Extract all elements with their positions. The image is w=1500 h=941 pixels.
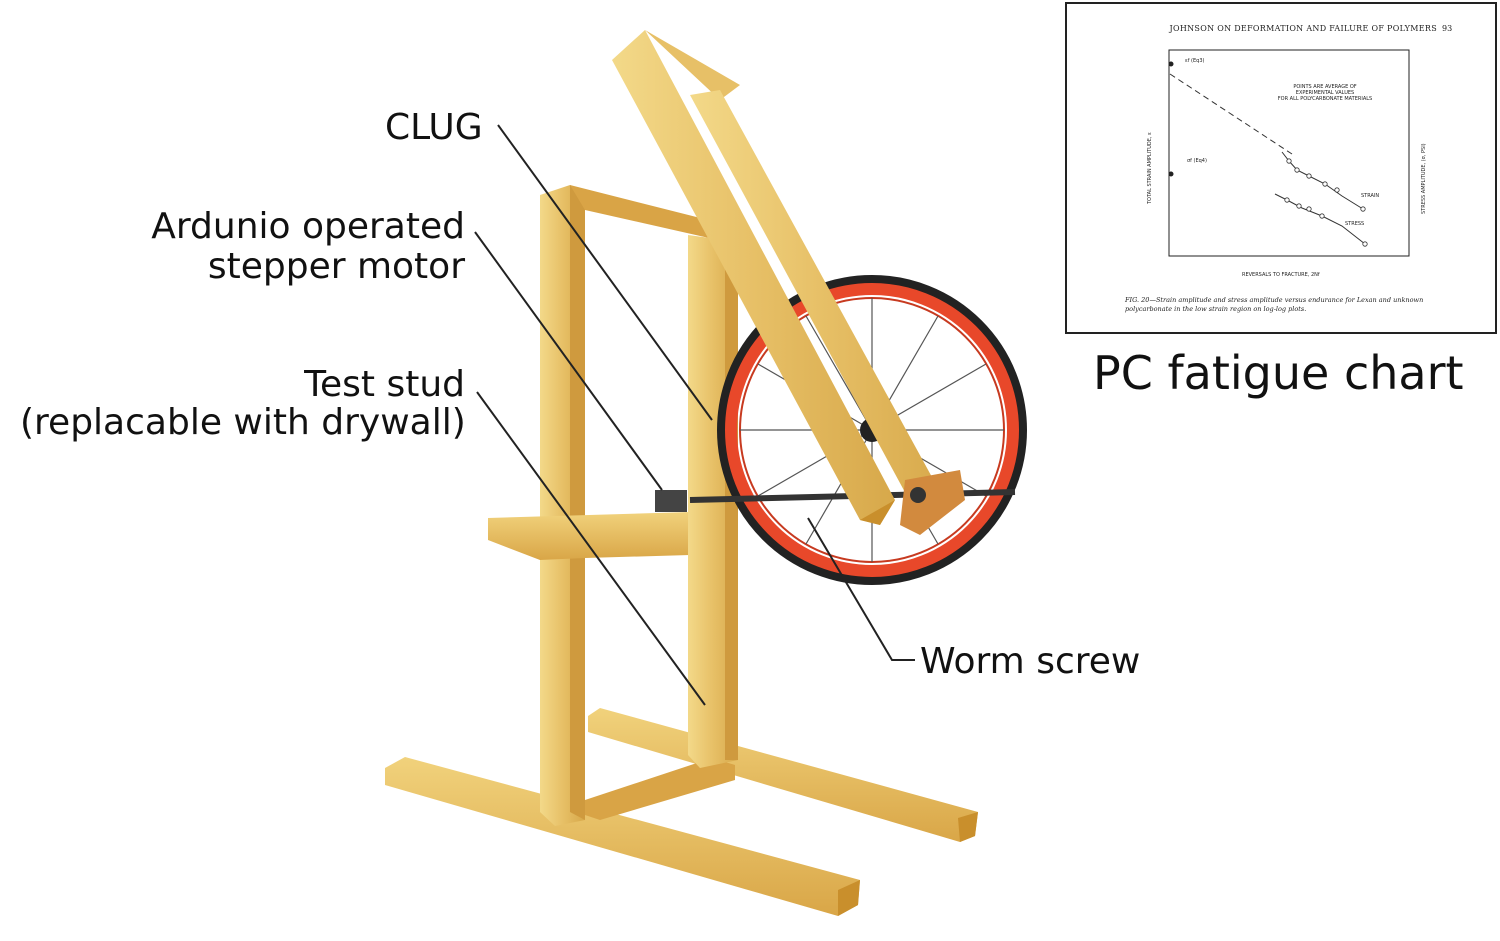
label-stud-line1: Test stud bbox=[304, 364, 465, 405]
base-skid-back bbox=[588, 708, 978, 842]
inset-chart-header: JOHNSON ON DEFORMATION AND FAILURE OF PO… bbox=[1169, 24, 1437, 33]
inset-chart-page-number: 93 bbox=[1442, 24, 1453, 33]
inset-chart-figure-caption: FIG. 20—Strain amplitude and stress ampl… bbox=[1125, 296, 1424, 313]
top-crossbar bbox=[570, 185, 740, 245]
leader-line-motor bbox=[474, 231, 663, 491]
label-worm-screw: Worm screw bbox=[920, 641, 1141, 682]
label-motor-line1: Ardunio operated bbox=[151, 206, 465, 247]
leader-line-clug bbox=[497, 124, 713, 421]
inset-chart-note: POINTS ARE AVERAGE OF EXPERIMENTAL VALUE… bbox=[1277, 84, 1373, 102]
series-stress-label: STRESS bbox=[1345, 221, 1364, 227]
label-clug: CLUG bbox=[385, 107, 483, 148]
inset-chart-xlabel: REVERSALS TO FRACTURE, 2Nf bbox=[1242, 272, 1320, 278]
leader-line-stud bbox=[476, 391, 706, 706]
inset-fatigue-chart: JOHNSON ON DEFORMATION AND FAILURE OF PO… bbox=[1065, 2, 1497, 334]
clug-swing-arm bbox=[612, 30, 965, 535]
label-stud-line2: (replacable with drywall) bbox=[20, 402, 466, 443]
inset-chart-ylabel-left: TOTAL STRAIN AMPLITUDE, ε bbox=[1147, 132, 1153, 205]
marker-sf-label: σf (Eq4) bbox=[1187, 158, 1207, 164]
base-skid-front bbox=[385, 757, 860, 916]
leader-line-worm bbox=[807, 517, 915, 661]
stepper-motor bbox=[655, 490, 687, 512]
lower-crossbar bbox=[585, 758, 735, 820]
left-upright bbox=[540, 185, 585, 826]
marker-ef-label: εf (Eq3) bbox=[1185, 58, 1205, 64]
inset-chart-plot: εf (Eq3) σf (Eq4) STRAIN STRESS REVERSAL… bbox=[1147, 49, 1427, 278]
bicycle-wheel bbox=[717, 275, 1027, 585]
series-strain-label: STRAIN bbox=[1361, 193, 1379, 199]
middle-crossbar bbox=[488, 512, 690, 560]
inset-chart-ylabel-right: STRESS AMPLITUDE, (σ, PSI) bbox=[1421, 143, 1427, 214]
label-motor-line2: stepper motor bbox=[207, 246, 465, 287]
label-pc-fatigue-chart: PC fatigue chart bbox=[1093, 346, 1464, 400]
